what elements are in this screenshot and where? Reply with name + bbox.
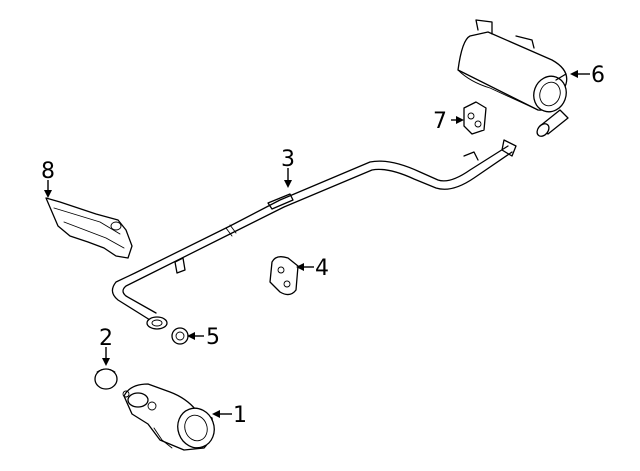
callout-7: 7	[433, 109, 447, 134]
callout-1: 1	[233, 403, 247, 428]
gasket[interactable]	[171, 327, 189, 345]
heat-shield[interactable]	[45, 197, 133, 259]
callout-5: 5	[206, 325, 220, 350]
center-pipe[interactable]	[111, 139, 517, 330]
insulator-rear[interactable]	[463, 101, 487, 135]
front-pipe-converter[interactable]	[122, 383, 220, 453]
callout-4: 4	[315, 256, 329, 281]
callout-arrows	[44, 70, 590, 418]
seal-ring[interactable]	[94, 368, 118, 390]
callout-2: 2	[99, 326, 113, 351]
callout-3: 3	[281, 147, 295, 172]
insulator-center[interactable]	[269, 256, 299, 296]
callout-6: 6	[591, 63, 605, 88]
callout-8: 8	[41, 159, 55, 184]
rear-muffler[interactable]	[457, 19, 571, 139]
